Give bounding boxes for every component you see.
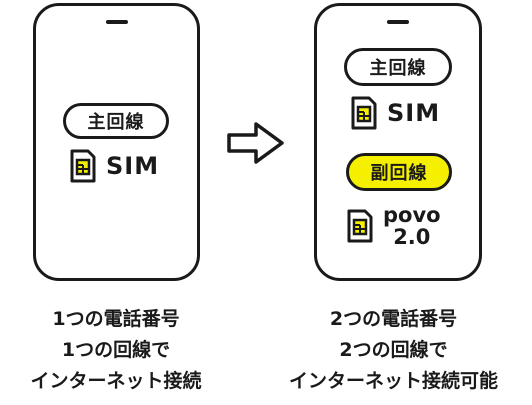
secondary-sim-row: povo 2.0 [347,204,441,248]
phone-after: 主回線 SIM 副回線 povo 2.0 [314,3,482,281]
sim-card-icon [347,209,373,243]
caption-line: 1つの回線で [61,339,171,361]
phone-speaker [105,20,128,24]
povo-sim-label-version: 2.0 [393,225,431,249]
sim-row: SIM [70,149,159,183]
right-arrow-icon [227,122,284,164]
sim-card-icon [70,149,96,183]
primary-sim-label: SIM [387,99,441,127]
sim-label: SIM [106,152,160,180]
primary-line-badge: 主回線 [344,48,452,86]
povo-sim-label-name: povo [383,203,441,227]
caption-line: インターネット接続 [30,370,202,392]
secondary-line-badge: 副回線 [346,153,452,191]
povo-sim-label: povo 2.0 [383,204,441,248]
caption-after: 2つの電話番号 2つの回線で インターネット接続可能 [255,304,532,397]
primary-line-badge: 主回線 [63,103,169,139]
caption-line: 1つの電話番号 [52,308,180,330]
phone-speaker [387,20,409,24]
primary-sim-row: SIM [351,96,440,130]
sim-card-icon [351,96,377,130]
secondary-line-badge-label: 副回線 [370,163,428,184]
caption-before: 1つの電話番号 1つの回線で インターネット接続 [0,304,232,397]
primary-line-badge-label: 主回線 [87,112,145,133]
caption-line: インターネット接続可能 [288,370,498,392]
caption-line: 2つの電話番号 [329,308,458,330]
phone-before: 主回線 SIM [33,3,200,281]
primary-line-badge-label: 主回線 [369,58,427,79]
caption-line: 2つの回線で [339,339,448,361]
